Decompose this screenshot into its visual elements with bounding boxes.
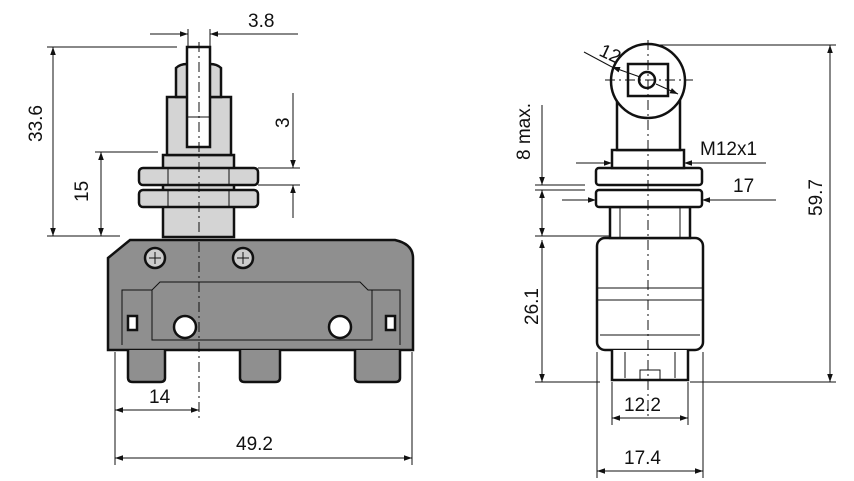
dim-line bbox=[611, 66, 641, 78]
dim-overall-width: 49.2 bbox=[236, 434, 273, 455]
dim-thread-projection: 8 max. bbox=[514, 103, 535, 160]
leader-line bbox=[583, 51, 613, 68]
dim-nut-size: 17 bbox=[733, 176, 754, 197]
bushing-lines bbox=[619, 207, 681, 238]
dim-body-height: 26.1 bbox=[522, 288, 543, 325]
dim-line bbox=[655, 83, 679, 95]
body-lines bbox=[597, 287, 703, 336]
front-view: 3.8 33.6 15 3 14 49.2 bbox=[26, 11, 415, 465]
extension-line bbox=[47, 46, 177, 237]
extension-line bbox=[258, 167, 300, 186]
terminal-detail bbox=[624, 352, 676, 381]
side-view: 12 59.7 8 max. 26.1 M12x1 17 12.2 17.4 bbox=[514, 40, 836, 478]
dim-body-width: 17.4 bbox=[624, 448, 661, 469]
dim-terminal-offset: 14 bbox=[149, 387, 171, 408]
dim-terminal-width: 12.2 bbox=[624, 395, 661, 416]
screw-icon bbox=[231, 246, 255, 270]
side-bushing bbox=[608, 205, 692, 240]
extension-line bbox=[596, 352, 704, 478]
extension-line bbox=[660, 44, 836, 383]
mounting-hole bbox=[172, 314, 198, 340]
dim-plunger-width: 3.8 bbox=[248, 11, 274, 32]
terminal-side bbox=[610, 350, 690, 382]
dim-overall-height: 33.6 bbox=[26, 105, 47, 142]
side-body bbox=[595, 236, 705, 352]
nut-side bbox=[594, 166, 704, 187]
terminal bbox=[238, 350, 282, 384]
housing-frame-line bbox=[151, 290, 373, 341]
terminal bbox=[353, 350, 402, 384]
nut-flats bbox=[167, 168, 230, 207]
dim-overall-height-side: 59.7 bbox=[806, 179, 827, 216]
terminal bbox=[126, 350, 167, 384]
screw-icon bbox=[143, 246, 167, 270]
housing-slot bbox=[384, 314, 397, 332]
housing-slot bbox=[126, 314, 139, 332]
extension-line bbox=[535, 184, 610, 383]
extension-line bbox=[187, 29, 211, 47]
mounting-hole bbox=[327, 314, 353, 340]
dim-thread: M12x1 bbox=[700, 139, 757, 160]
housing-inner-frame bbox=[121, 281, 401, 345]
dim-thread-length: 15 bbox=[72, 181, 93, 202]
dim-nut-thickness: 3 bbox=[273, 117, 294, 128]
nut-side bbox=[594, 188, 704, 209]
